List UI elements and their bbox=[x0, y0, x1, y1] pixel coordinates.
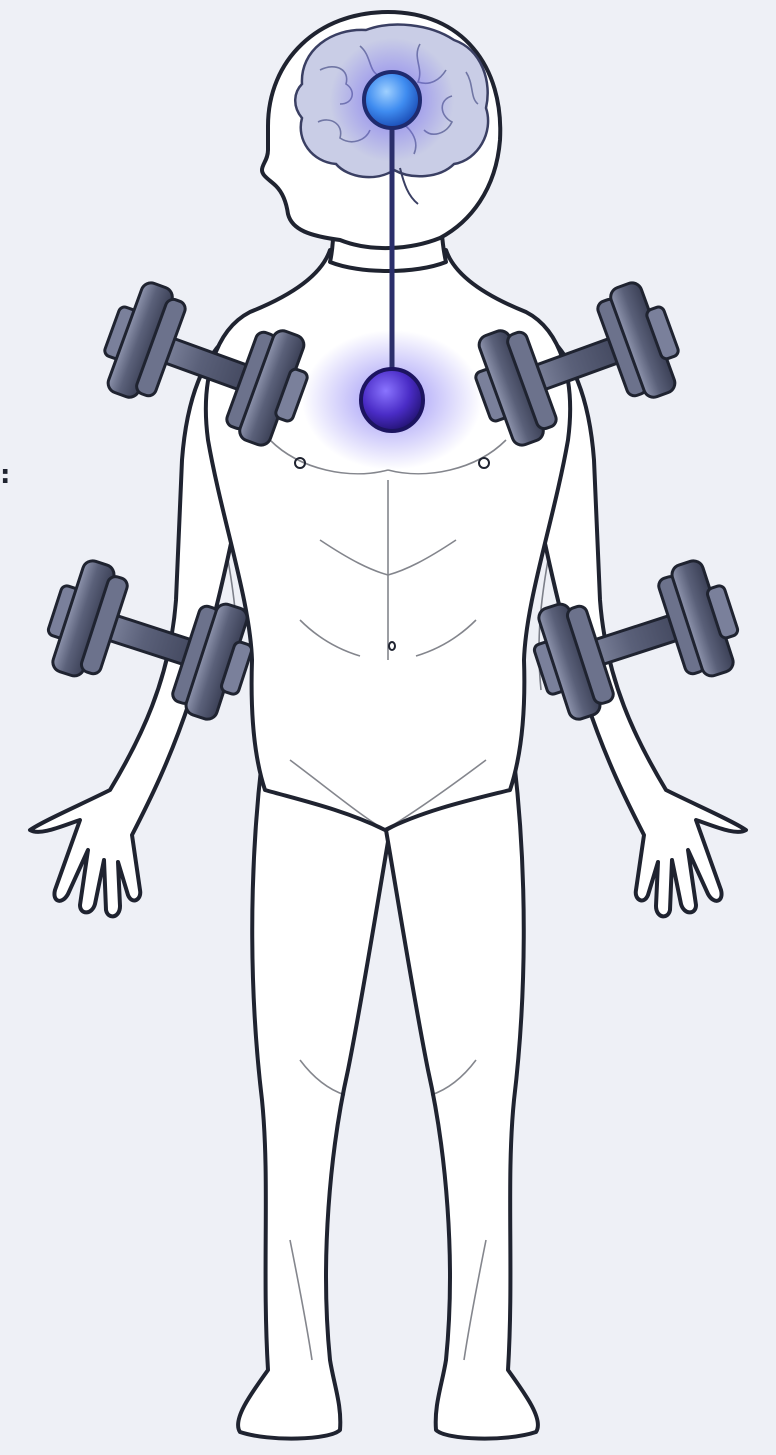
edge-colon-text: : bbox=[0, 462, 10, 488]
right-leg bbox=[386, 760, 538, 1439]
left-leg bbox=[238, 760, 390, 1439]
body-outline bbox=[30, 12, 746, 1439]
head-node bbox=[364, 72, 420, 128]
dumbbell-lower-left bbox=[37, 554, 263, 726]
chest-node bbox=[361, 369, 423, 431]
